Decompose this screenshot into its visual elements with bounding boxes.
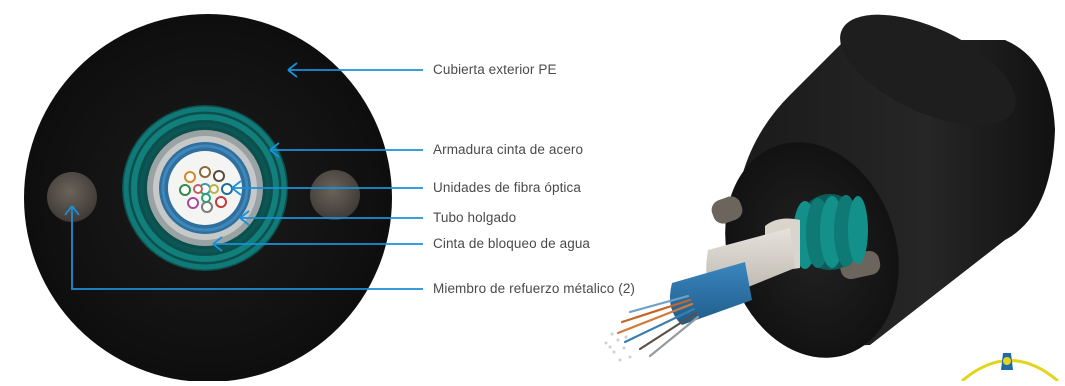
fiber-ends [604, 332, 632, 362]
cross-section [24, 14, 392, 382]
inner-blue-tube [669, 262, 752, 325]
strength-member-stub-top [711, 196, 743, 224]
brand-logo [961, 353, 1059, 383]
cable-3d-view [604, 14, 1055, 362]
leader-lines [64, 62, 423, 290]
leader-strength-member [71, 206, 423, 290]
label-water-blocking-tape: Cinta de bloqueo de agua [433, 236, 591, 251]
strength-member-right [310, 170, 360, 220]
strength-member-left [47, 172, 97, 222]
exposed-fibers [616, 294, 700, 358]
optical-fibers [179, 166, 233, 213]
label-loose-tube: Tubo holgado [433, 210, 517, 225]
label-steel-armor: Armadura cinta de acero [433, 142, 584, 157]
label-strength-members: Miembro de refuerzo métalico (2) [433, 281, 636, 296]
steel-armor-spiral [793, 194, 868, 270]
label-outer-jacket: Cubierta exterior PE [433, 62, 557, 77]
label-fiber-units: Unidades de fibra óptica [433, 180, 581, 195]
